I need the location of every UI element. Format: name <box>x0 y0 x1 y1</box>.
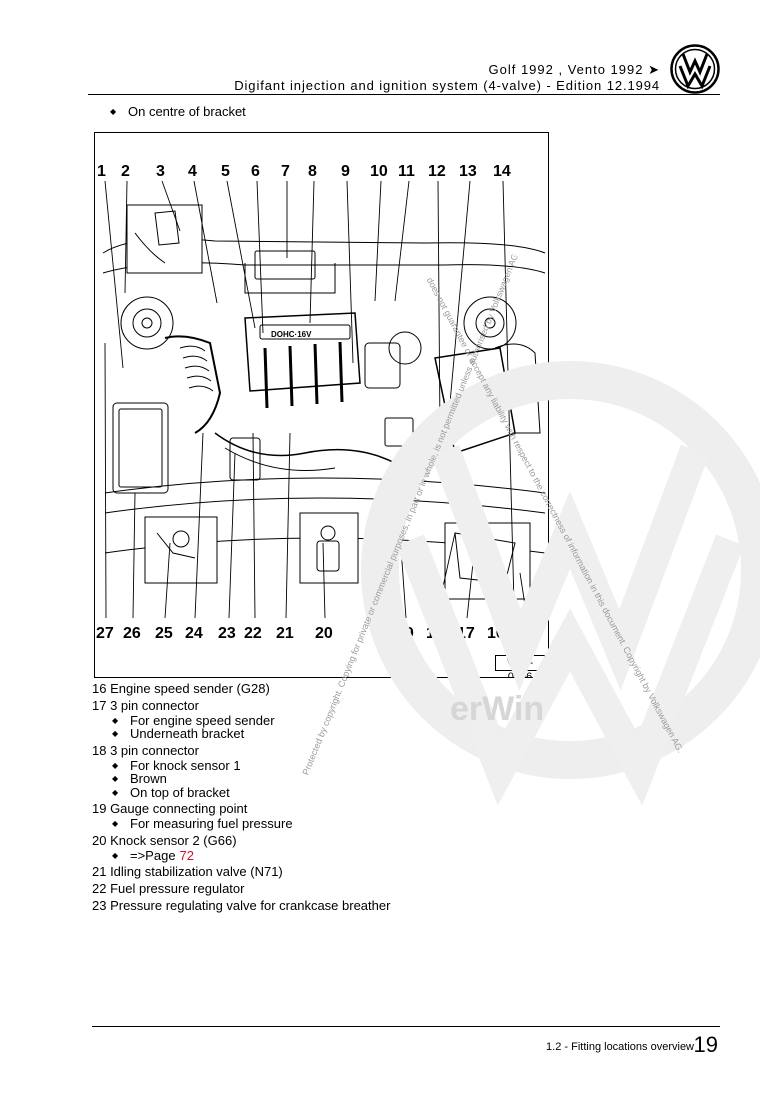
diamond-bullet-icon: ◆ <box>110 107 117 116</box>
header-rule <box>88 94 720 95</box>
figure-label: 27 <box>96 625 114 642</box>
figure-label: 3 <box>156 163 165 180</box>
vw-logo-icon <box>670 44 720 94</box>
sub-item: ◆ On top of bracket <box>92 784 390 800</box>
list-item: 21 Idling stabilization valve (N71) <box>92 864 283 880</box>
sub-item: ◆ For measuring fuel pressure <box>92 817 390 830</box>
figure-label: 13 <box>459 163 477 180</box>
sub-item: ◆ For engine speed sender <box>92 714 390 727</box>
header-model: Golf 1992 , Vento 1992 ➤ <box>488 62 660 77</box>
figure-label: 7 <box>281 163 290 180</box>
page-link[interactable]: 72 <box>179 848 195 864</box>
header-title: Digifant injection and ignition system (… <box>234 78 660 93</box>
figure-label: 10 <box>370 163 388 180</box>
bullet-text: On centre of bracket <box>128 104 246 119</box>
figure-label: 11 <box>398 163 415 180</box>
figure-label: 14 <box>493 163 511 180</box>
figure-label: 23 <box>218 625 236 642</box>
sub-item-text: For measuring fuel pressure <box>130 816 293 832</box>
figure-label: 5 <box>221 163 230 180</box>
sub-item: ◆ Brown <box>92 772 390 785</box>
figure-label: 4 <box>188 163 197 180</box>
watermark-brand: erWin <box>450 690 545 728</box>
list-item: 23 Pressure regulating valve for crankca… <box>92 897 391 913</box>
list-item: 18 3 pin connector <box>92 742 199 758</box>
figure-label: 12 <box>428 163 446 180</box>
figure-label: 22 <box>244 625 262 642</box>
footer-section: 1.2 - Fitting locations overview <box>546 1041 694 1053</box>
figure-label: 6 <box>251 163 260 180</box>
page-header: Golf 1992 , Vento 1992 ➤ Digifant inject… <box>0 0 774 100</box>
figure-label: 20 <box>315 625 333 642</box>
sub-item-text: For engine speed sender <box>130 713 275 729</box>
figure-label: 21 <box>276 625 294 642</box>
list-item: 22 Fuel pressure regulator <box>92 880 245 896</box>
figure-label: 24 <box>185 625 203 642</box>
page-number: 19 <box>693 1032 718 1057</box>
figure-label: 25 <box>155 625 173 642</box>
diamond-bullet-icon: ◆ <box>112 787 119 797</box>
sub-item-text: On top of bracket <box>130 784 230 800</box>
diamond-bullet-icon: ◆ <box>112 819 119 829</box>
vw-watermark-icon <box>361 361 774 806</box>
sub-item: ◆ Underneath bracket <box>92 727 390 740</box>
list-item: 20 Knock sensor 2 (G66) <box>92 832 237 848</box>
bullet-item: ◆ On centre of bracket <box>110 104 246 119</box>
diamond-bullet-icon: ◆ <box>112 774 119 784</box>
figure-label: 9 <box>341 163 350 180</box>
diamond-bullet-icon: ◆ <box>112 716 119 726</box>
sub-item-text: Underneath bracket <box>130 726 245 742</box>
figure-label: 26 <box>123 625 141 642</box>
footer-rule <box>92 1026 720 1027</box>
figure-label: 2 <box>121 163 130 180</box>
list-item: 19 Gauge connecting point <box>92 800 248 816</box>
figure-label: 8 <box>308 163 317 180</box>
watermark: erWin does not guarantee or accept any l… <box>300 254 774 820</box>
sub-item: ◆ For knock sensor 1 <box>92 759 390 772</box>
list-item: 16 Engine speed sender (G28) <box>92 681 270 696</box>
page-ref-prefix: =>Page <box>130 848 176 864</box>
sub-item-text: Brown <box>130 771 167 787</box>
diamond-bullet-icon: ◆ <box>112 851 119 861</box>
list-item: 17 3 pin connector <box>92 697 199 713</box>
diamond-bullet-icon: ◆ <box>112 761 119 771</box>
legend-list: 16 Engine speed sender (G28) 17 3 pin co… <box>92 681 390 914</box>
sub-item-text: For knock sensor 1 <box>130 758 241 774</box>
engine-cover-text: DOHC·16V <box>271 330 312 339</box>
figure-label: 1 <box>97 163 106 180</box>
diamond-bullet-icon: ◆ <box>112 729 119 739</box>
